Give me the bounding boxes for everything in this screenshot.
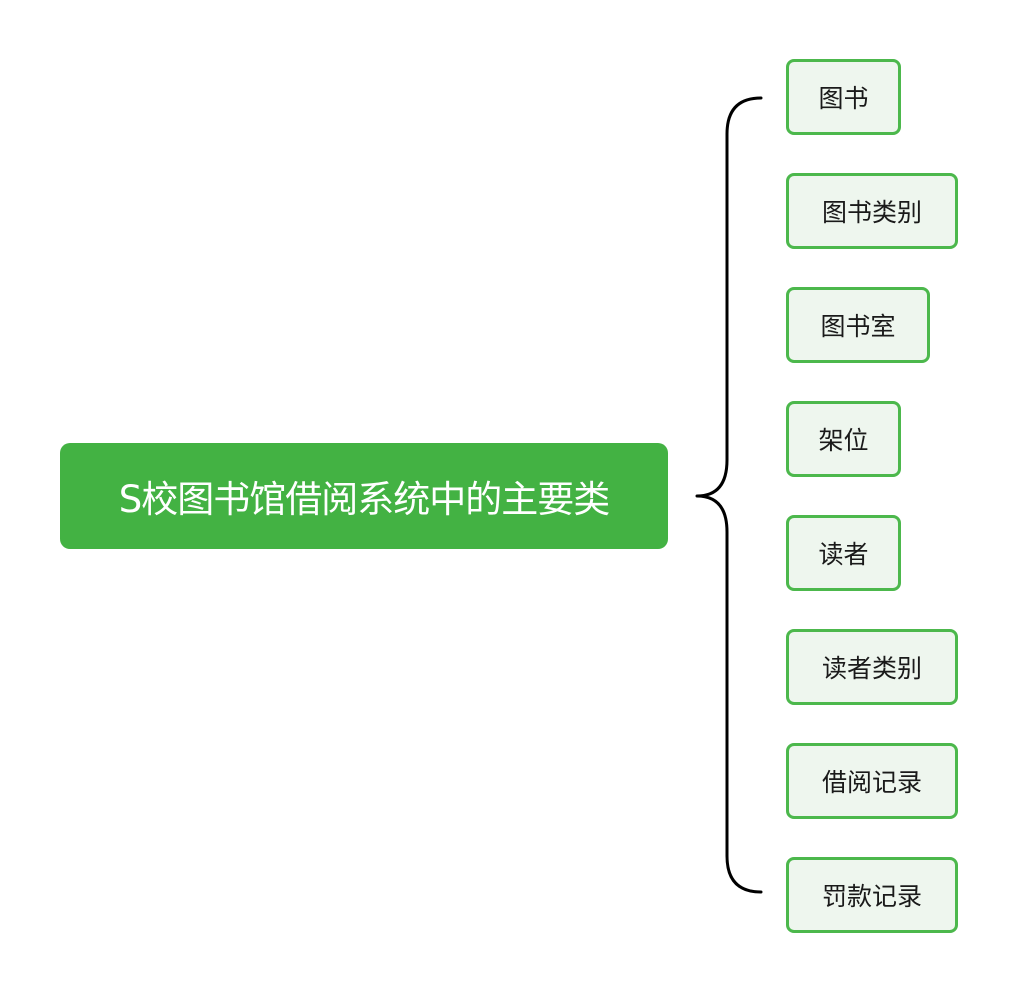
brace-connector-path [695,96,763,894]
child-node-shelf: 架位 [786,401,901,477]
child-node-fine-record: 罚款记录 [786,857,958,933]
child-node-borrow-record: 借阅记录 [786,743,958,819]
child-node-label: 图书 [818,84,869,113]
child-node-reader: 读者 [786,515,901,591]
child-node-label: 图书类别 [821,198,922,227]
root-node-label: S校图书馆借阅系统中的主要类 [118,478,610,521]
child-node-label: 读者类别 [821,654,922,683]
child-node-reader-category: 读者类别 [786,629,958,705]
child-node-book: 图书 [786,59,901,135]
child-node-book-category: 图书类别 [786,173,958,249]
child-node-label: 罚款记录 [821,882,922,911]
child-node-label: 架位 [818,426,869,455]
child-node-label: 读者 [818,540,869,569]
root-node: S校图书馆借阅系统中的主要类 [60,443,668,549]
child-node-label: 借阅记录 [821,768,922,797]
child-node-reading-room: 图书室 [786,287,930,363]
child-node-label: 图书室 [820,312,896,341]
